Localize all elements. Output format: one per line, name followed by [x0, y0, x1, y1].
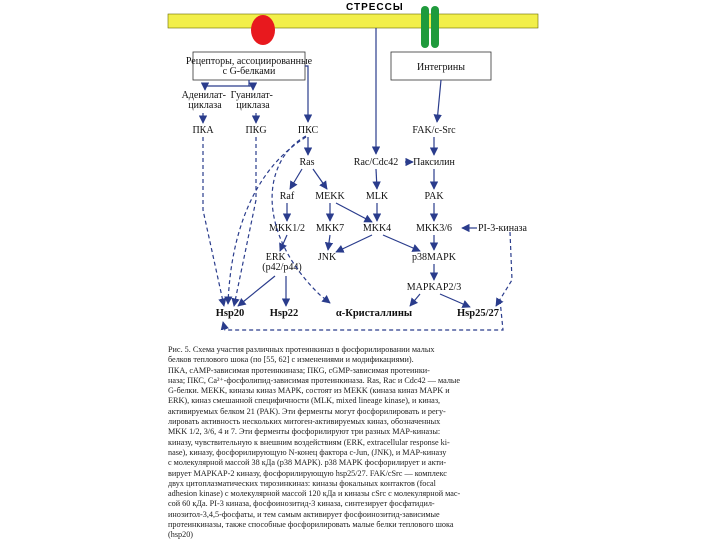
- node-rac: Rac/Cdc42: [354, 157, 398, 168]
- node-pkc: ПКС: [298, 125, 319, 136]
- caption-line: киназу, чувствительную к внешним воздейс…: [168, 437, 450, 447]
- g-protein-receptor-shape: [251, 15, 275, 45]
- cell-membrane: [167, 13, 539, 29]
- node-ras: Ras: [300, 157, 315, 168]
- node-p38mapk: p38MAPK: [412, 252, 457, 263]
- caption-line: Рис. 5. Схема участия различных протеинк…: [168, 345, 435, 354]
- caption-line: adhesion kinase) с молекулярной массой 1…: [168, 489, 461, 499]
- caption-line: инозитол-3,4,5-фосфаты, и тем самым акти…: [168, 509, 440, 519]
- node-paxillin: Паксилин: [413, 157, 455, 168]
- caption-line: G-белки. MEKK, киназы киназ MAPK, состоя…: [168, 386, 450, 396]
- node-jnk: JNK: [318, 252, 337, 263]
- node-mlk: MLK: [366, 191, 389, 202]
- node-mapkap: MAPKAP2/3: [407, 282, 461, 293]
- caption-line: (hsp20): [168, 530, 194, 540]
- caption-line: двух цитоплазматических тирозинкиназ: ки…: [168, 478, 436, 488]
- caption-line: лировать активность нескольких митоген-а…: [168, 417, 441, 427]
- node-hsp2527: Hsp25/27: [457, 308, 499, 319]
- adenylate-cyclase: Аденилат- циклаза: [182, 90, 229, 111]
- node-mkk4: MKK4: [363, 223, 391, 234]
- caption-line: с молекулярной массой 38 кДа (p38 MAPK).…: [168, 458, 447, 468]
- caption-line: белков теплового шока (по [55, 62] с изм…: [168, 355, 414, 365]
- caption-line: nase), киназу, фосфорилирующую N-конец ф…: [168, 447, 447, 457]
- caption-line: наза; ПКС, Ca²⁺-фосфолипид-зависимая про…: [168, 375, 461, 385]
- stress-label: СТРЕССЫ: [346, 2, 404, 13]
- node-pkg: ПКG: [245, 125, 266, 136]
- caption-line: сой 60 кДа. PI-3 киназа, фосфоинозитид-3…: [168, 499, 435, 509]
- node-pka: ПКА: [192, 125, 214, 136]
- integrin-box-label: Интегрины: [417, 62, 465, 73]
- caption-line: вирует MAPKAP-2 киназу, фосфорилирующую …: [168, 468, 447, 478]
- node-erk: ERK (p42/p44): [262, 252, 301, 273]
- caption-line: MKK 1/2, 3/6, 4 и 7. Эти ферменты фосфор…: [168, 427, 441, 437]
- dashed-arrows: [202, 135, 513, 331]
- node-raf: Raf: [280, 191, 295, 202]
- solid-arrows: [198, 28, 477, 308]
- integrin-shape: [421, 6, 439, 48]
- figure-caption: Рис. 5. Схема участия различных протеинк…: [168, 345, 538, 541]
- caption-line: ПКА, cAMP-зависимая протеинкиназа; ПКG, …: [168, 365, 430, 375]
- node-hsp22: Hsp22: [270, 308, 299, 319]
- node-mkk12: MKK1/2: [269, 223, 305, 234]
- node-crystallins: α-Кристаллины: [336, 308, 412, 319]
- node-mekk: MEKK: [315, 191, 345, 202]
- node-hsp20: Hsp20: [216, 308, 245, 319]
- node-mkk7: MKK7: [316, 223, 344, 234]
- caption-line: протеинкиназы, также способные фосфорили…: [168, 520, 454, 530]
- node-fak: FAK/c-Src: [412, 125, 456, 136]
- guanylate-cyclase: Гуанилат- циклаза: [231, 90, 276, 111]
- node-pak: PAK: [424, 191, 444, 202]
- caption-line: ERK), киназ смешанной специфичности (MLK…: [168, 396, 441, 406]
- caption-line: активируемых белком 21 (PAK). Эти фермен…: [168, 406, 446, 416]
- node-pi3-kinase: PI-3-киназа: [478, 223, 528, 234]
- node-mkk36: MKK3/6: [416, 223, 452, 234]
